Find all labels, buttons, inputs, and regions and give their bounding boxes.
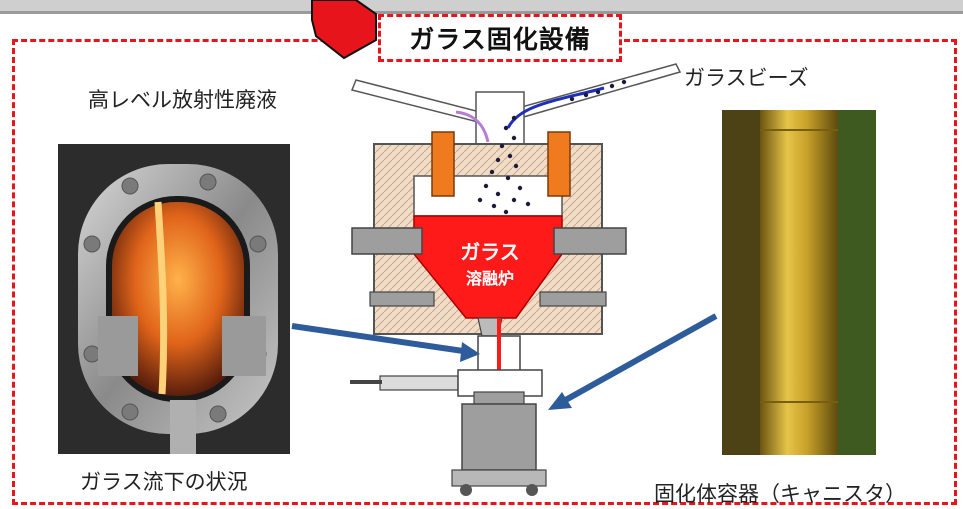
equipment-frame bbox=[12, 39, 957, 505]
canister-photo-art bbox=[722, 110, 876, 455]
top-electrode-right bbox=[547, 131, 571, 197]
frame-top-right bbox=[624, 39, 957, 42]
glass-bead bbox=[583, 92, 589, 98]
glass-bead bbox=[505, 175, 511, 181]
glass-bead bbox=[513, 163, 519, 169]
waste-flow-arrow bbox=[455, 110, 490, 143]
glass-bead bbox=[517, 185, 523, 191]
canister-cart bbox=[451, 469, 547, 487]
waste-label: 高レベル放射性廃液 bbox=[88, 88, 277, 112]
canister-body bbox=[461, 403, 537, 471]
glass-bead bbox=[511, 197, 517, 203]
glass-bead bbox=[491, 203, 497, 209]
glass-flow-photo-art bbox=[58, 144, 290, 454]
beads-label: ガラスビーズ bbox=[684, 66, 809, 90]
valve-rod bbox=[379, 375, 459, 391]
glass-bead bbox=[499, 143, 505, 149]
glass-bead bbox=[483, 183, 489, 189]
flow-photo-arrow bbox=[291, 323, 471, 355]
glass-bead bbox=[495, 157, 501, 163]
side-electrode-right bbox=[553, 227, 627, 255]
glass-bead bbox=[621, 79, 627, 85]
waste-pipe bbox=[350, 79, 481, 123]
canister-photo-arrowhead bbox=[548, 392, 572, 410]
glass-bead bbox=[609, 83, 615, 89]
feed-hopper bbox=[475, 91, 525, 151]
glass-bead bbox=[511, 115, 517, 121]
bottom-electrode-left bbox=[369, 291, 435, 307]
glass-bead bbox=[595, 89, 601, 95]
melter-label-line2: 溶融炉 bbox=[465, 269, 514, 288]
cart-wheel-right bbox=[526, 484, 538, 496]
glass-beads bbox=[477, 79, 627, 215]
glass-bead bbox=[569, 96, 575, 102]
glass-bead bbox=[495, 191, 501, 197]
canister-photo-arrow bbox=[560, 313, 718, 405]
glass-bead bbox=[503, 209, 509, 215]
page-title: ガラス固化設備 bbox=[409, 25, 591, 54]
melter-label: ガラス 溶融炉 bbox=[440, 236, 540, 289]
glass-bead bbox=[489, 169, 495, 175]
beads-flow-arrow bbox=[506, 86, 605, 129]
glass-flow-photo bbox=[58, 144, 290, 454]
canister-caption: 固化体容器（キャニスタ） bbox=[654, 482, 906, 506]
top-electrode-left bbox=[431, 131, 455, 197]
glass-bead bbox=[511, 135, 517, 141]
cart-wheel-left bbox=[460, 484, 472, 496]
side-electrode-left bbox=[351, 227, 423, 255]
frame-top-left bbox=[12, 39, 372, 42]
canister-lid bbox=[473, 391, 525, 405]
top-strip bbox=[0, 0, 963, 14]
glass-bead bbox=[507, 153, 513, 159]
flow-photo-arrowhead bbox=[460, 342, 480, 362]
canister-photo bbox=[722, 110, 876, 455]
bottom-electrode-right bbox=[539, 291, 607, 307]
flow-caption: ガラス流下の状況 bbox=[80, 470, 248, 494]
glass-bead bbox=[477, 197, 483, 203]
glass-bead bbox=[525, 201, 531, 207]
glass-bead bbox=[503, 125, 509, 131]
title-box: ガラス固化設備 bbox=[378, 14, 622, 62]
valve-stem bbox=[350, 380, 382, 384]
melter-label-line1: ガラス bbox=[460, 240, 520, 264]
